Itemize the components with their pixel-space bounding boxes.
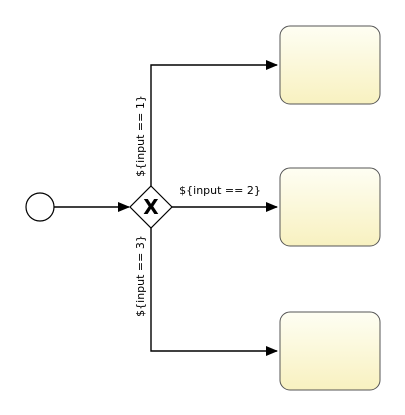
task-1-box xyxy=(279,25,381,105)
condition-label-3: ${input == 3} xyxy=(134,235,147,317)
task-1[interactable] xyxy=(279,25,381,105)
condition-label-1: ${input == 1} xyxy=(134,95,147,177)
sequence-flow-3[interactable] xyxy=(150,228,278,356)
task-2[interactable] xyxy=(279,167,381,247)
sequence-flow-1[interactable] xyxy=(150,60,278,186)
task-3-box xyxy=(279,311,381,391)
exclusive-gateway-icon[interactable]: X xyxy=(129,185,173,229)
condition-label-2: ${input == 2} xyxy=(179,184,261,197)
gateway-marker: X xyxy=(143,195,159,219)
task-3[interactable] xyxy=(279,311,381,391)
start-event-circle-icon[interactable] xyxy=(25,192,55,222)
task-2-box xyxy=(279,167,381,247)
gateway-diamond xyxy=(129,185,173,229)
